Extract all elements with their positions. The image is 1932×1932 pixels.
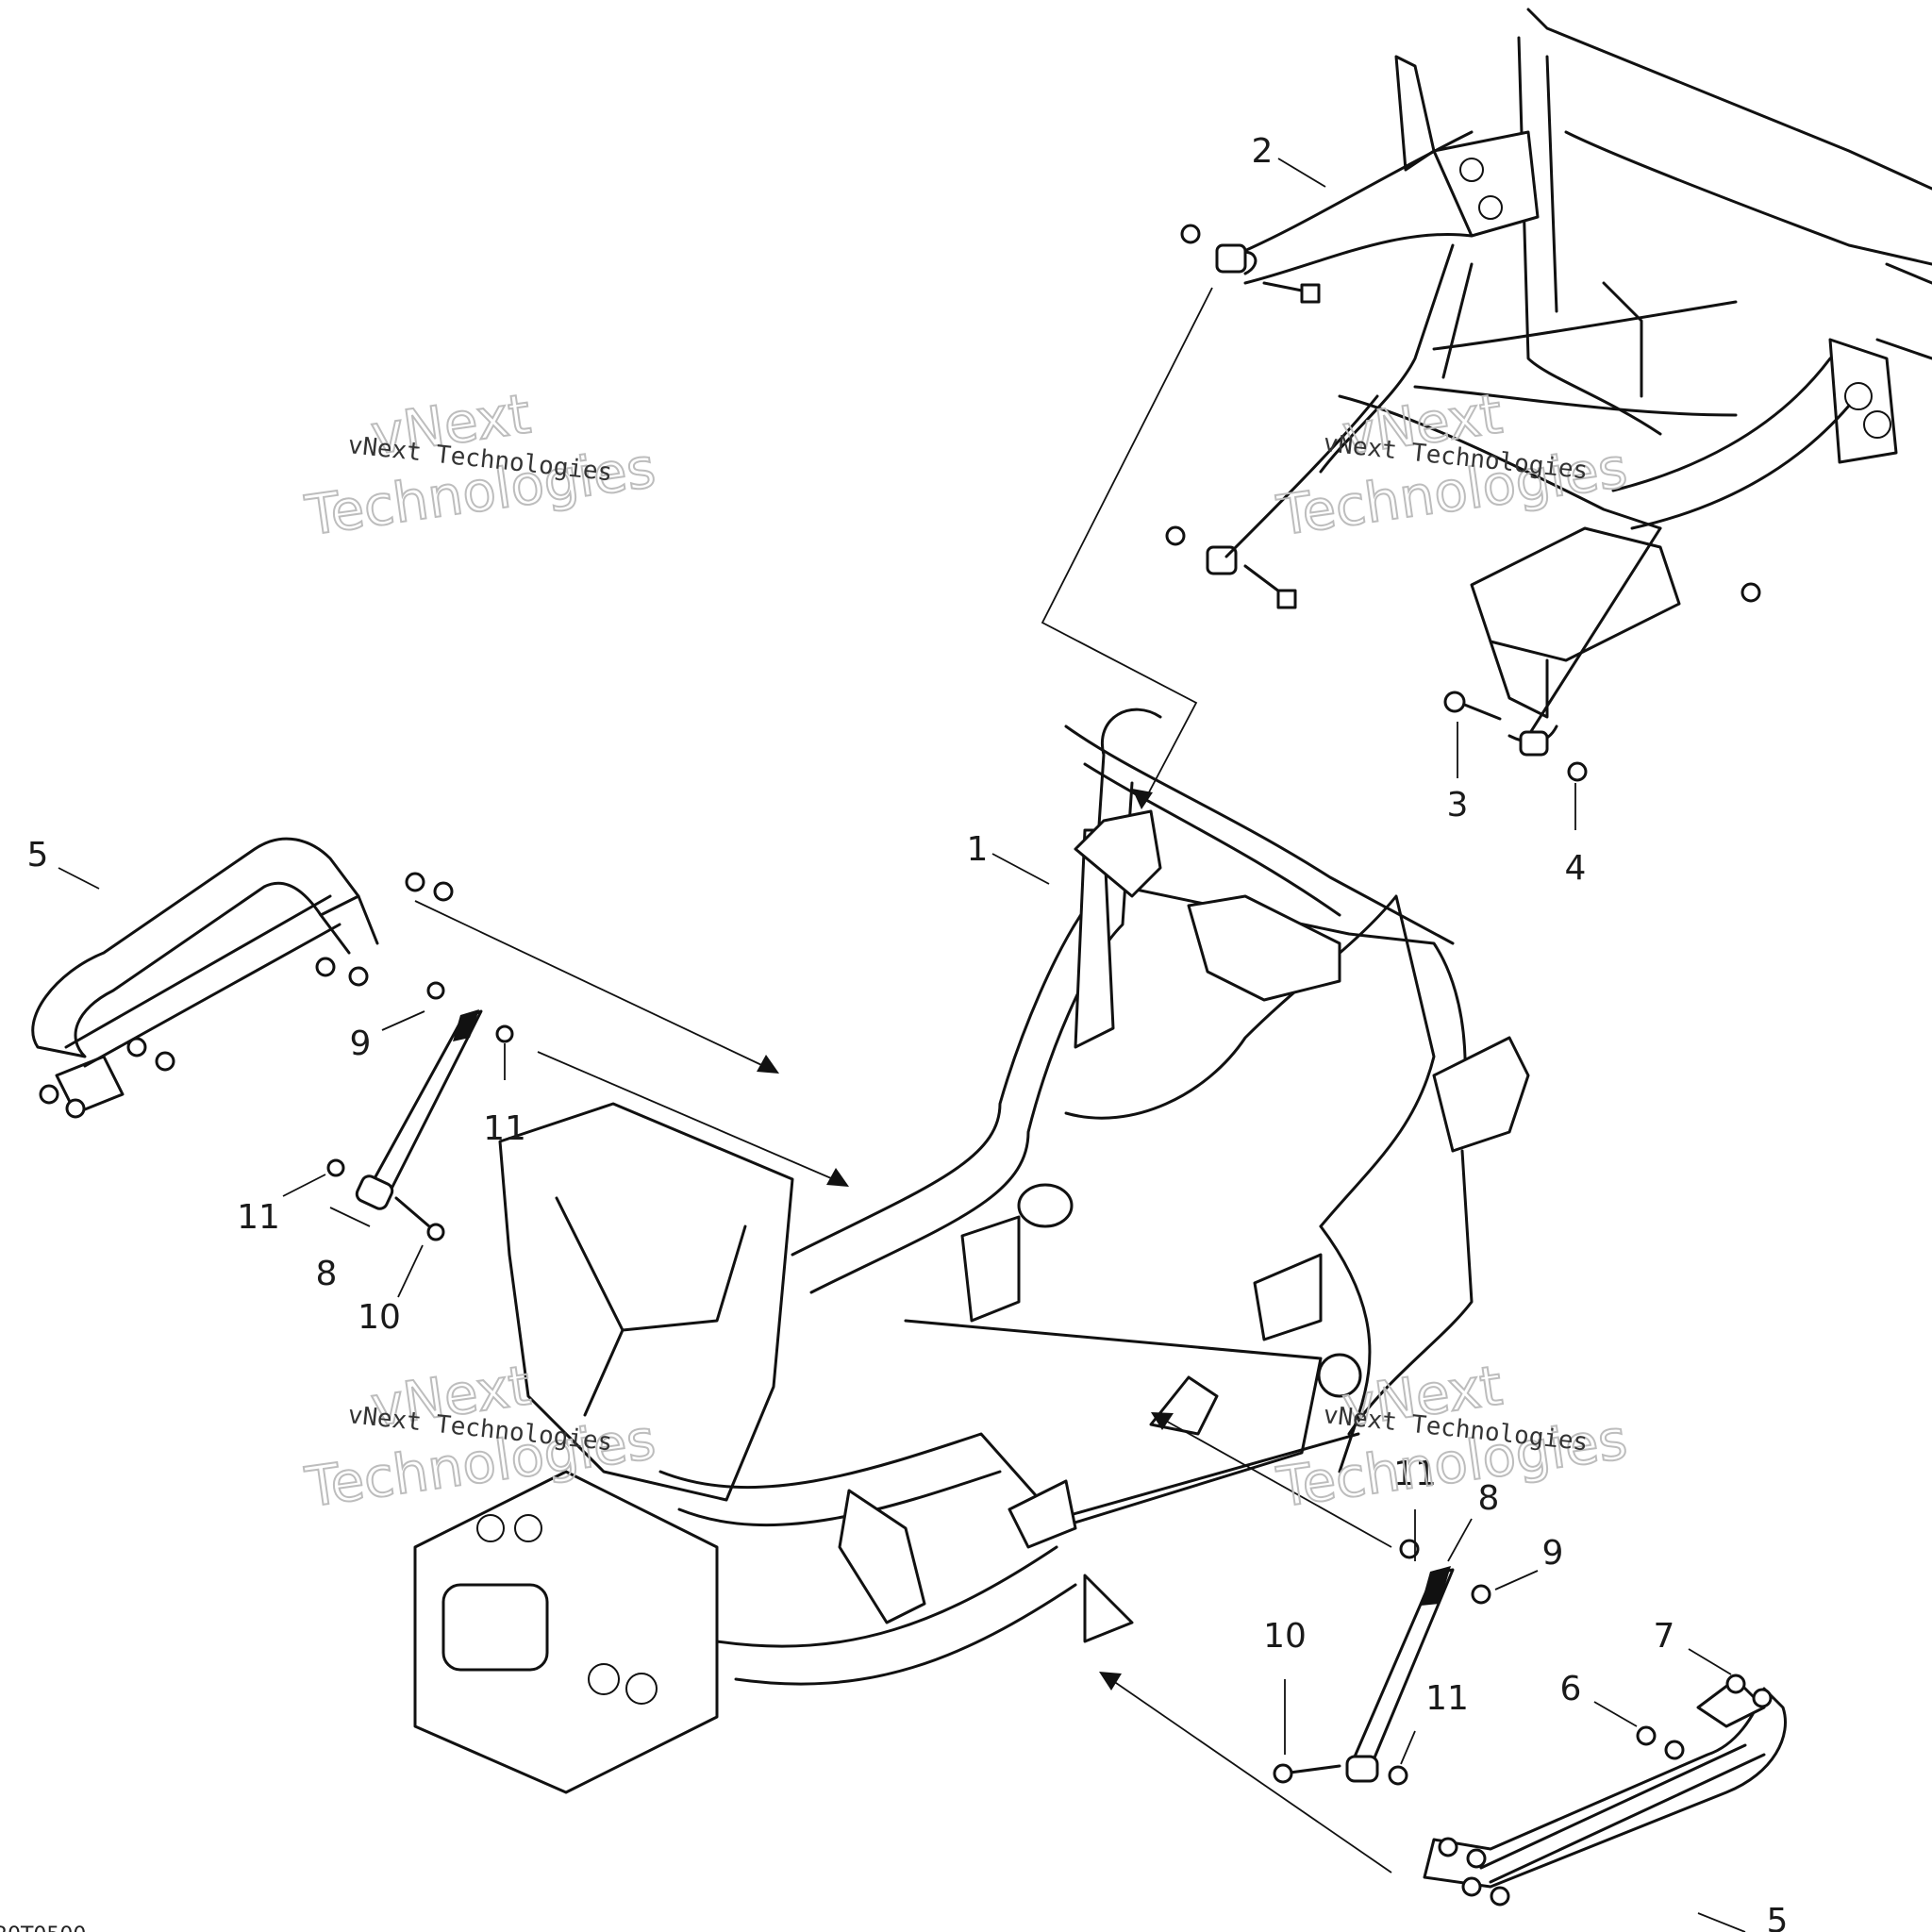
callout-10-right: 10 (1263, 1617, 1307, 1656)
callout-3: 3 (1447, 786, 1469, 824)
strut-left (326, 981, 514, 1241)
main-frame (413, 708, 1530, 1794)
callout-8-left: 8 (316, 1255, 338, 1293)
footrest-left (31, 837, 454, 1119)
callout-leaders (58, 158, 1746, 1932)
callout-labels: 1 2 3 4 5 5 6 7 8 8 9 9 10 10 11 11 11 1… (27, 132, 1789, 1932)
footrest-right (1423, 1674, 1787, 1907)
callout-5-right: 5 (1767, 1902, 1789, 1932)
rear-subframe (1165, 8, 1932, 782)
callout-11-c: 11 (1393, 1455, 1437, 1493)
callout-10-left: 10 (358, 1298, 401, 1337)
callout-1: 1 (967, 830, 989, 869)
callout-11-a: 11 (483, 1109, 526, 1148)
callout-11-d: 11 (1425, 1679, 1469, 1718)
callout-8-right: 8 (1478, 1479, 1500, 1518)
callout-7: 7 (1654, 1617, 1675, 1656)
assembly-arrows (414, 287, 1392, 1874)
strut-right (1273, 1539, 1491, 1786)
figure-code: 20T0500 (0, 1924, 86, 1932)
callout-9-left: 9 (350, 1024, 372, 1063)
callout-4: 4 (1565, 849, 1587, 888)
callout-2: 2 (1252, 132, 1274, 171)
callout-9-right: 9 (1542, 1534, 1564, 1573)
callout-11-b: 11 (237, 1198, 280, 1237)
callout-6: 6 (1560, 1670, 1582, 1708)
callout-5-left: 5 (27, 836, 49, 874)
